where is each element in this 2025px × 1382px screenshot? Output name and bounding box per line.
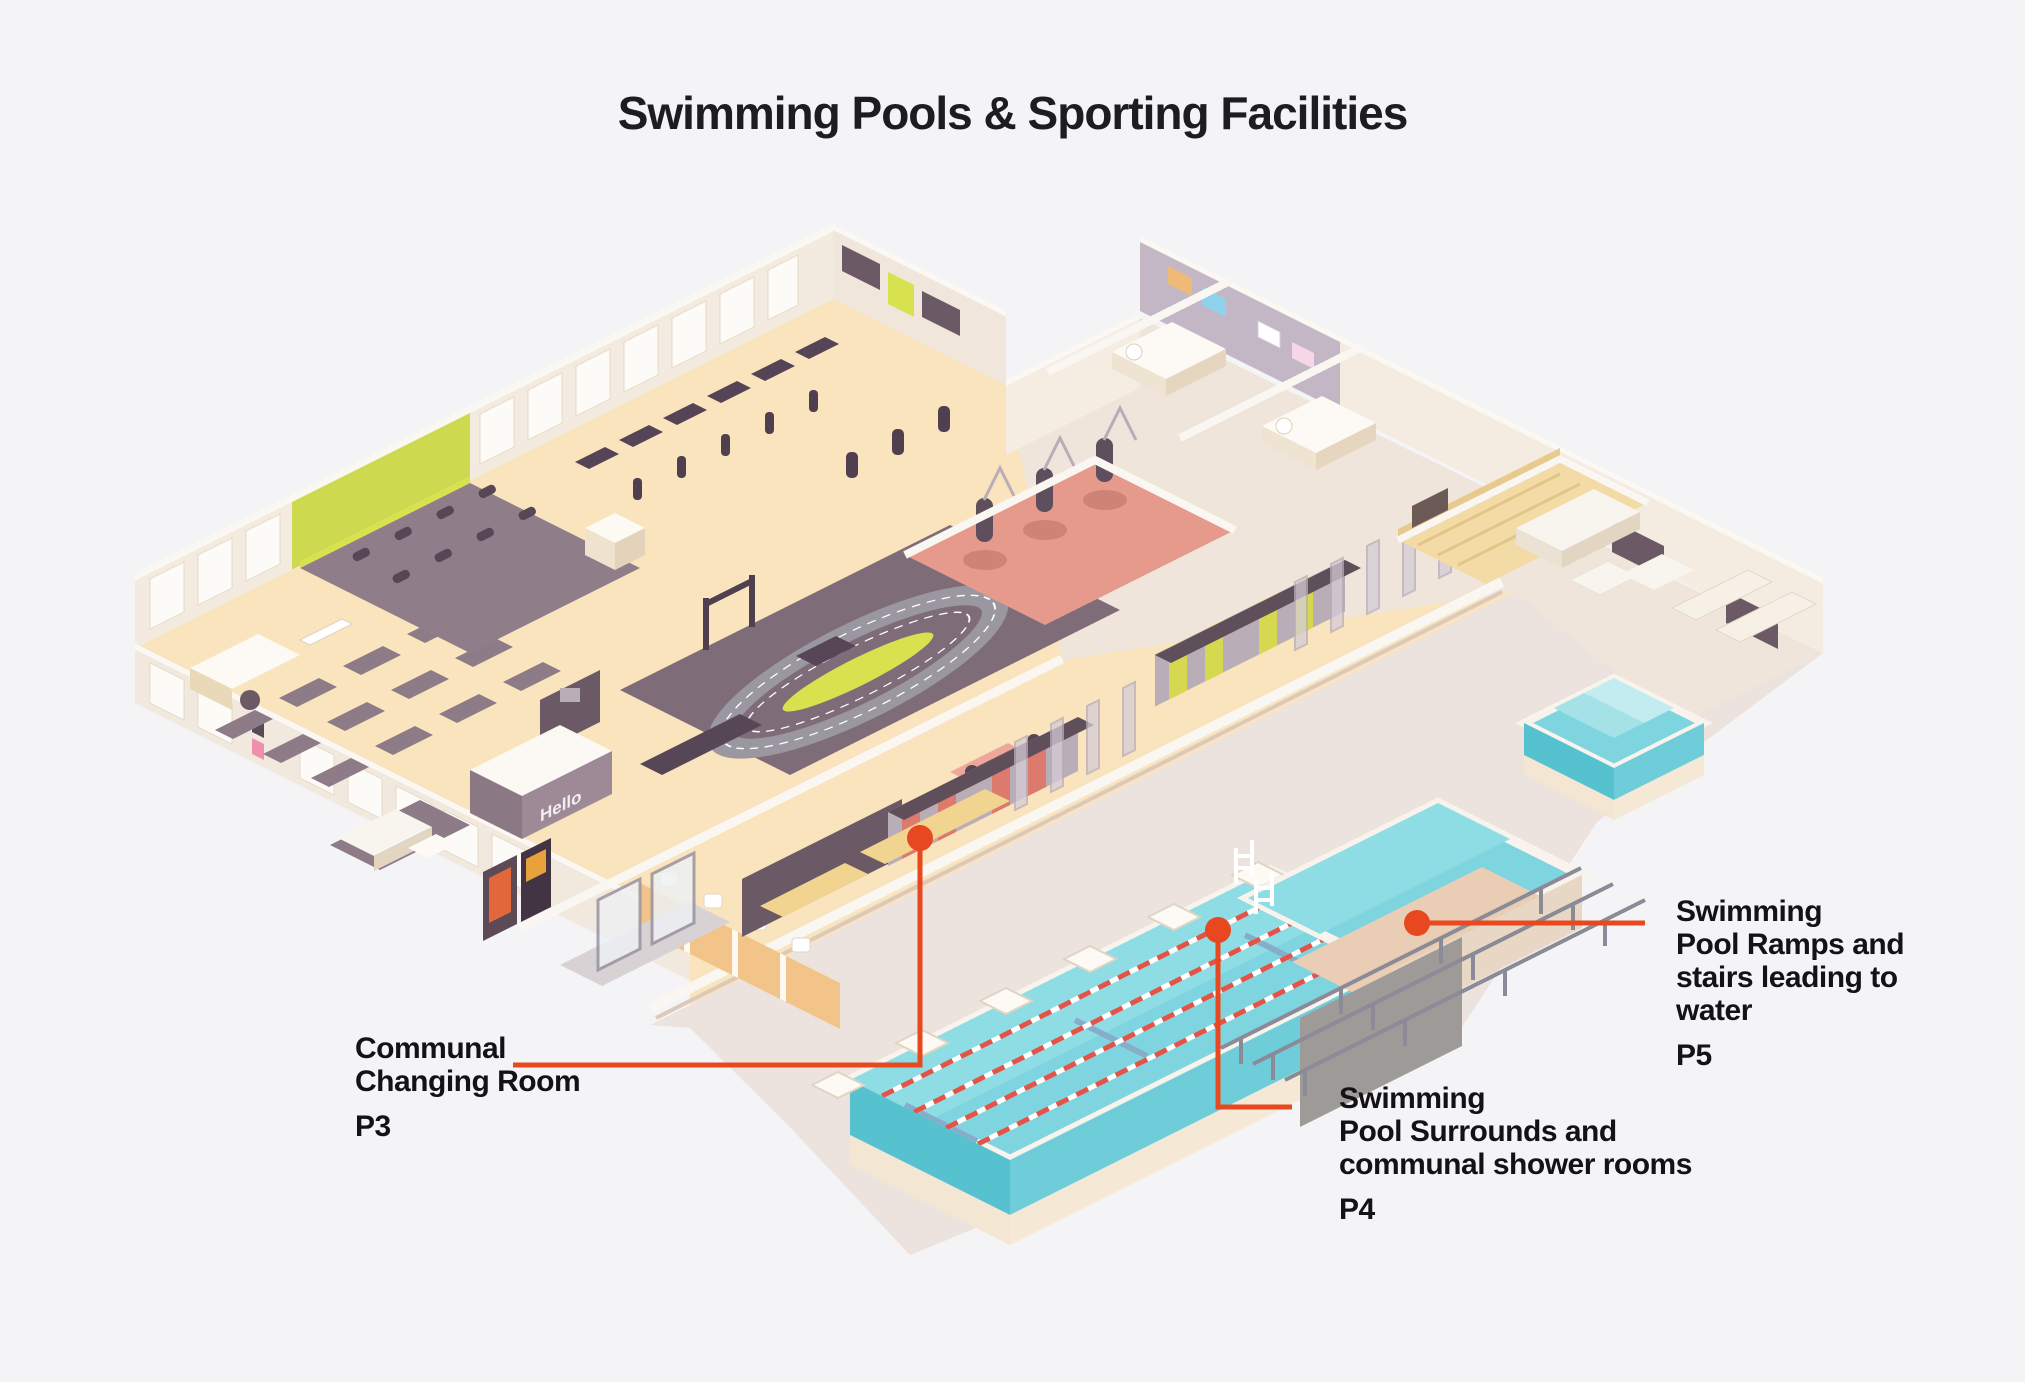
pool-ladder [1234,840,1254,884]
ramp-pool [1220,797,1646,1127]
vending-machines [483,838,551,941]
callout-code: P3 [355,1110,391,1143]
spin-studio [300,476,640,653]
sauna [1396,448,1650,584]
callout-text: Communal Changing Room [355,1032,581,1098]
cardio-machines [575,337,950,570]
callout-code: P5 [1676,1039,1712,1072]
wall-tv [842,244,880,290]
massage-bed [1112,322,1226,396]
framed-picture [1292,341,1314,369]
lane-ropes [880,883,1400,1147]
massage-bed [1262,396,1376,470]
callout-label-pool-ramps: Swimming Pool Ramps and stairs leading t… [1676,895,1905,1072]
back-wall-left [135,224,833,649]
lane-markings [903,932,1319,1144]
callout-label-communal-changing-room: Communal Changing Room P3 [355,1032,581,1143]
pool-ladder [1254,872,1274,914]
lobby: Hello [330,670,730,986]
workout-bench [796,636,856,666]
entrance [560,850,730,986]
callout-dot-p5 [1404,910,1430,936]
callout-text: Swimming Pool Surrounds and communal sho… [1339,1082,1692,1181]
monitor [560,688,580,702]
lobby-sofa [330,800,470,871]
sofa [1516,489,1640,568]
bench [860,789,1010,864]
callout-dot-p4 [1205,917,1231,943]
wall-tv [922,290,960,336]
bench [760,863,868,917]
steps-pool [1515,673,1713,820]
framed-picture [1168,265,1192,296]
massage-rooms [1046,277,1376,470]
office-desk [190,618,354,710]
wall-poster [888,271,914,317]
back-wall-right [1140,235,1823,653]
dumbbell-rack [640,714,762,775]
ramp-handrails [1220,866,1646,1096]
page-title: Swimming Pools & Sporting Facilities [617,87,1409,139]
boxing-zone [903,404,1237,625]
framed-picture [1257,320,1281,349]
back-wall-center [833,223,1140,456]
leader-line-p4 [1215,930,1292,1110]
green-accent-wall [292,410,470,570]
leader-line-p3 [513,838,923,1068]
pool-ramp [1292,867,1560,1001]
sauna-stove [1412,488,1448,528]
office-chair [240,690,260,710]
callout-code: P4 [1339,1193,1375,1226]
callout-text: Swimming Pool Ramps and stairs leading t… [1676,895,1905,1027]
callout-dot-p3 [907,825,933,851]
armchair [1622,554,1694,590]
lockers-red [760,717,1094,917]
callout-leaders [513,838,1645,1110]
squat-rack [703,575,755,650]
callout-label-pool-surrounds: Swimming Pool Surrounds and communal sho… [1339,1082,1692,1226]
reception-desk: Hello [470,670,612,839]
framed-picture [252,737,264,760]
ottoman [1572,562,1636,594]
lounge [1516,489,1818,643]
sun-loungers [1670,569,1818,643]
